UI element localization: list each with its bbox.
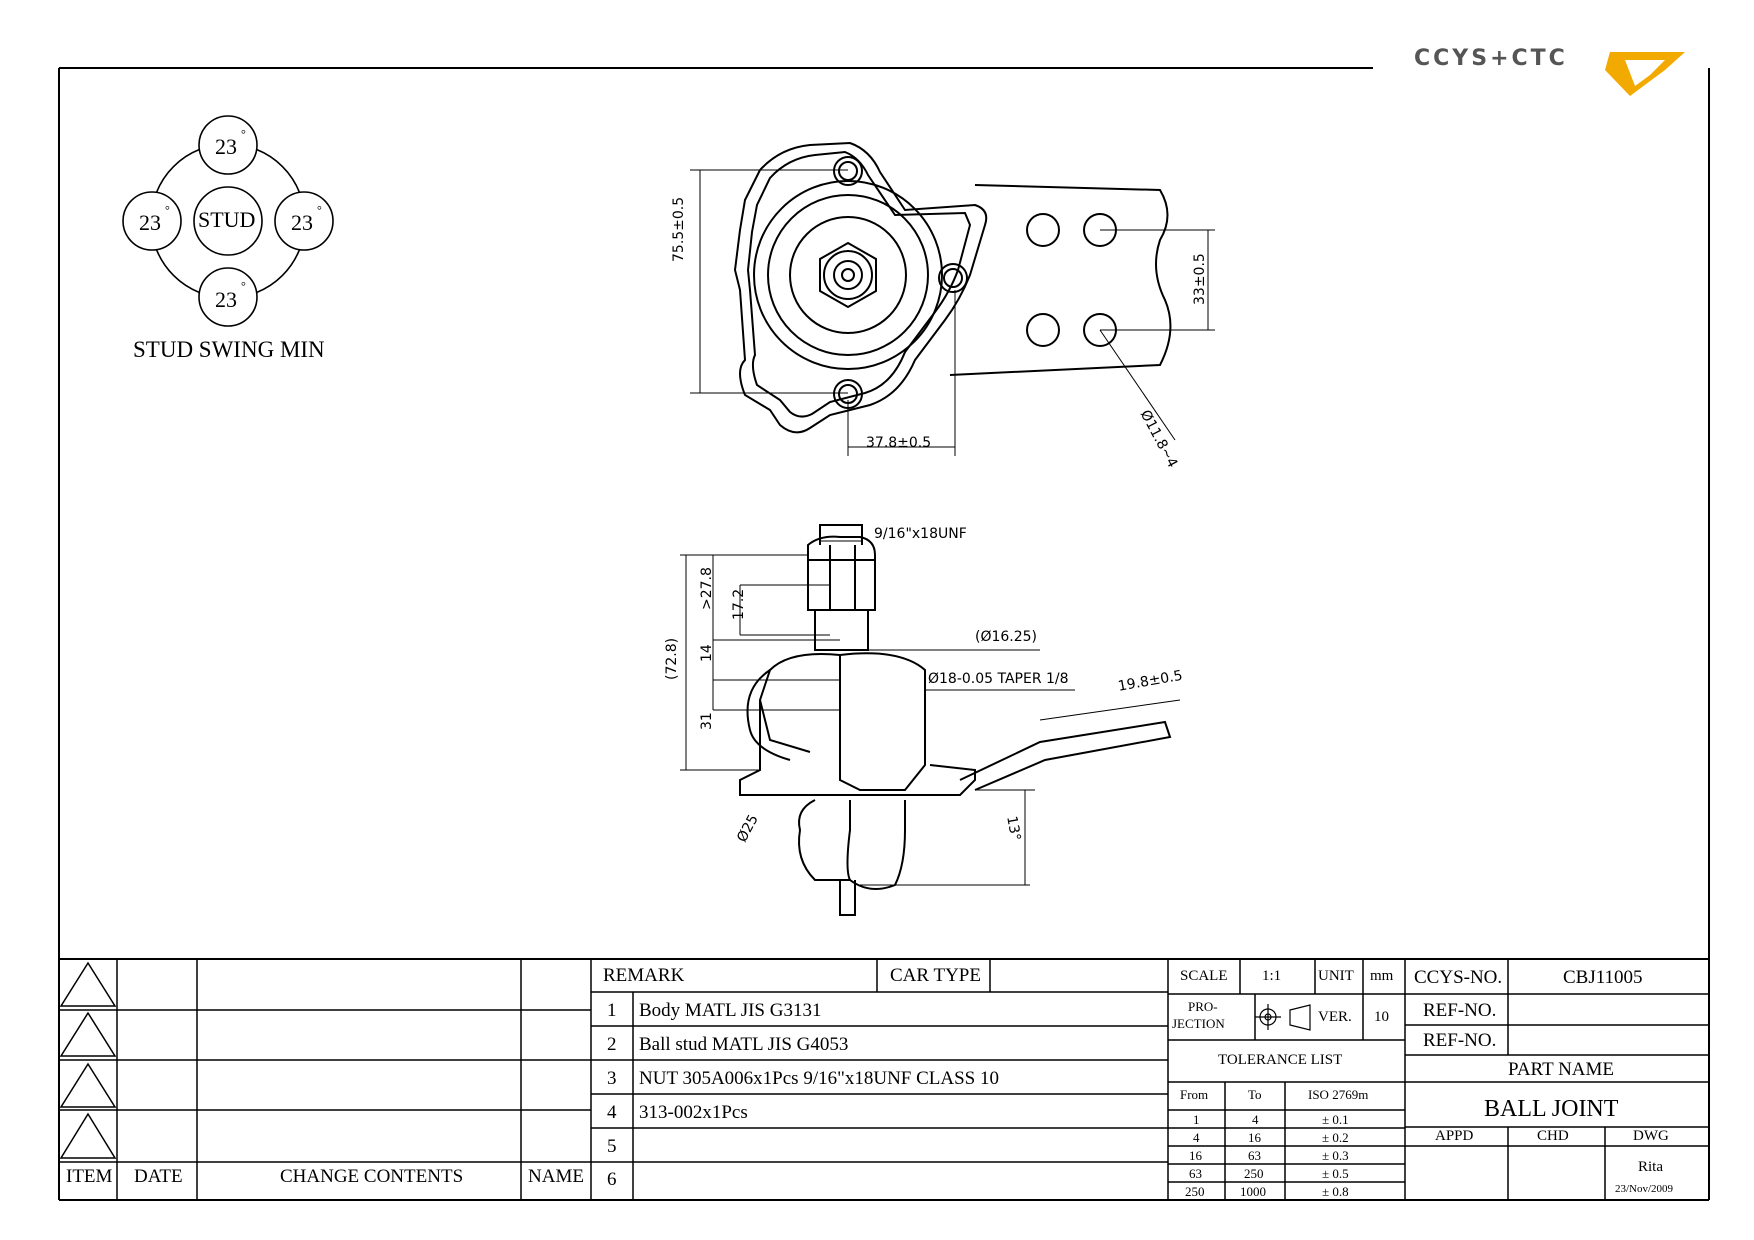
logo-text: CCYS+CTC <box>1414 46 1568 71</box>
dwg-date: 23/Nov/2009 <box>1615 1183 1674 1195</box>
tol-from: 16 <box>1189 1148 1202 1163</box>
tol-to: 250 <box>1244 1166 1264 1181</box>
dim-d2: 31 <box>699 712 715 730</box>
appd-label: APPD <box>1435 1128 1474 1144</box>
part-name-label: PART NAME <box>1508 1059 1615 1080</box>
dim-nut-dia: (Ø16.25) <box>975 629 1038 645</box>
header-item: ITEM <box>66 1166 113 1187</box>
remark-no-1: 1 <box>607 1000 617 1021</box>
dwg-name: Rita <box>1638 1159 1663 1175</box>
dim-offset: 37.8±0.5 <box>866 435 932 451</box>
stud-angle-top: 23 <box>215 134 237 159</box>
remark-text-2: Ball stud MATL JIS G4053 <box>639 1034 849 1055</box>
remark-text-1: Body MATL JIS G3131 <box>639 1000 822 1021</box>
tol-value: ± 0.3 <box>1322 1148 1349 1163</box>
remark-text-3: NUT 305A006x1Pcs 9/16"x18UNF CLASS 10 <box>639 1068 999 1089</box>
tol-header-from: From <box>1180 1087 1209 1102</box>
tol-value: ± 0.2 <box>1322 1130 1349 1145</box>
ref-no-label-1: REF-NO. <box>1423 1000 1497 1021</box>
remark-no-6: 6 <box>607 1169 617 1190</box>
ver-label: VER. <box>1318 1009 1352 1025</box>
unit-value: mm <box>1370 968 1394 984</box>
stud-angle-bottom: 23 <box>215 287 237 312</box>
car-type-label: CAR TYPE <box>890 965 981 986</box>
stud-angle-right: 23 <box>291 210 313 235</box>
stud-swing-diagram <box>122 115 334 327</box>
logo: CCYS+CTC <box>1414 46 1568 71</box>
scale-label: SCALE <box>1180 968 1228 984</box>
projection-symbol-icon <box>1255 1004 1311 1031</box>
dim-angle: 13° <box>1003 814 1024 843</box>
ccys-no-value: CBJ11005 <box>1563 967 1643 988</box>
dim-nut-len: 17.2 <box>731 588 747 620</box>
part-name-value: BALL JOINT <box>1484 1096 1619 1122</box>
header-date: DATE <box>134 1166 183 1187</box>
remark-text-4: 313-002x1Pcs <box>639 1102 748 1123</box>
scale-value: 1:1 <box>1262 968 1282 984</box>
tol-to: 1000 <box>1240 1184 1266 1199</box>
header-name: NAME <box>528 1166 584 1187</box>
header-change-contents: CHANGE CONTENTS <box>280 1166 464 1187</box>
logo-mark <box>1605 52 1685 96</box>
tol-from: 63 <box>1189 1166 1202 1181</box>
stud-center-label: STUD <box>198 207 256 232</box>
chd-label: CHD <box>1537 1128 1569 1144</box>
tol-value: ± 0.1 <box>1322 1112 1349 1127</box>
side-view <box>680 524 1181 916</box>
tol-from: 250 <box>1185 1184 1205 1199</box>
ref-no-label-2: REF-NO. <box>1423 1030 1497 1051</box>
stud-angle-left: 23 <box>139 210 161 235</box>
projection-label-2: JECTION <box>1172 1016 1225 1031</box>
top-view <box>690 141 1215 456</box>
stud-swing-caption: STUD SWING MIN <box>133 337 325 362</box>
tol-header-iso: ISO 2769m <box>1308 1087 1369 1102</box>
tol-value: ± 0.5 <box>1322 1166 1349 1181</box>
tol-header-to: To <box>1248 1087 1262 1102</box>
drawing-border <box>58 67 1710 1201</box>
remark-no-4: 4 <box>607 1102 617 1123</box>
tol-value: ± 0.8 <box>1322 1184 1349 1199</box>
ver-value: 10 <box>1374 1009 1389 1025</box>
dim-stud-len: >27.8 <box>699 567 715 610</box>
dim-height: 75.5±0.5 <box>671 196 687 262</box>
tol-to: 63 <box>1248 1148 1261 1163</box>
tol-from: 1 <box>1193 1112 1200 1127</box>
dim-thread: 9/16"x18UNF <box>874 526 967 542</box>
dwg-label: DWG <box>1633 1128 1669 1144</box>
revision-triangles <box>59 961 117 1159</box>
degree-bottom: ° <box>241 279 246 293</box>
unit-label: UNIT <box>1318 968 1354 984</box>
title-block-lines <box>59 959 1709 1200</box>
dim-overall: (72.8) <box>664 637 680 680</box>
dim-taper: Ø18-0.05 TAPER 1/8 <box>928 671 1069 687</box>
projection-label-1: PRO- <box>1188 999 1218 1014</box>
dim-hole-spacing: 33±0.5 <box>1192 253 1208 305</box>
tolerance-title: TOLERANCE LIST <box>1218 1052 1343 1068</box>
degree-left: ° <box>165 203 170 217</box>
ccys-no-label: CCYS-NO. <box>1414 967 1503 988</box>
degree-right: ° <box>317 203 322 217</box>
tol-to: 4 <box>1252 1112 1259 1127</box>
dim-d1: 14 <box>699 644 715 662</box>
degree-top: ° <box>241 127 246 141</box>
tol-to: 16 <box>1248 1130 1261 1145</box>
remark-no-2: 2 <box>607 1034 617 1055</box>
remark-no-3: 3 <box>607 1068 617 1089</box>
tol-from: 4 <box>1193 1130 1200 1145</box>
remark-label: REMARK <box>603 965 685 986</box>
remark-no-5: 5 <box>607 1136 617 1157</box>
